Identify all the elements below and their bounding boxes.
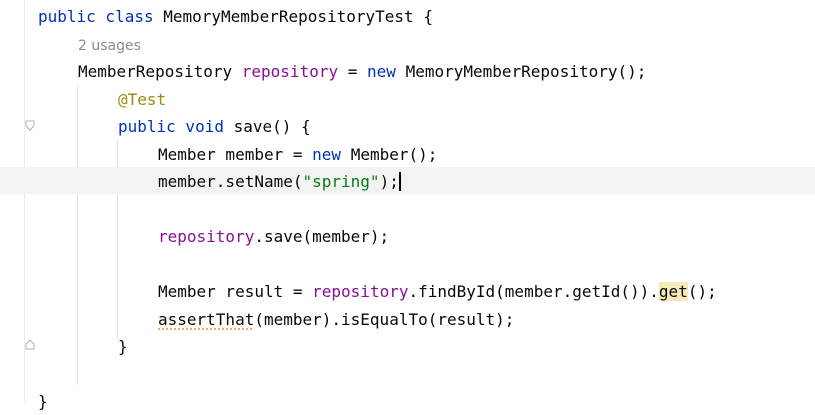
text-caret	[398, 172, 401, 191]
highlighted-get-call[interactable]: get	[658, 282, 688, 301]
gutter	[24, 0, 25, 403]
indent-guide	[117, 140, 118, 340]
warning-assertThat[interactable]: assertThat	[158, 310, 255, 329]
code-line-5: assertThat(member).isEqualTo(result);	[158, 310, 515, 329]
current-line-highlight	[0, 167, 815, 194]
indent-guide	[77, 85, 78, 385]
code-line-2: member.setName("spring");	[158, 172, 401, 191]
usages-hint[interactable]: 2 usages	[78, 38, 141, 54]
code-line-method: public void save() {	[118, 117, 311, 136]
code-line-method-close: }	[118, 337, 128, 356]
code-line-3: repository.save(member);	[158, 227, 390, 246]
code-line-usages[interactable]: 2 usages	[78, 31, 141, 58]
code-line-annotation: @Test	[118, 90, 167, 109]
code-line-class-close: }	[38, 392, 48, 411]
code-line-1: Member member = new Member();	[158, 145, 438, 164]
code-line-class: public class MemoryMemberRepositoryTest …	[38, 7, 433, 26]
code-line-field: MemberRepository repository = new Memory…	[78, 62, 647, 81]
code-line-4: Member result = repository.findById(memb…	[158, 282, 717, 301]
fold-end-icon[interactable]	[25, 338, 35, 350]
fold-start-icon[interactable]	[25, 120, 35, 132]
